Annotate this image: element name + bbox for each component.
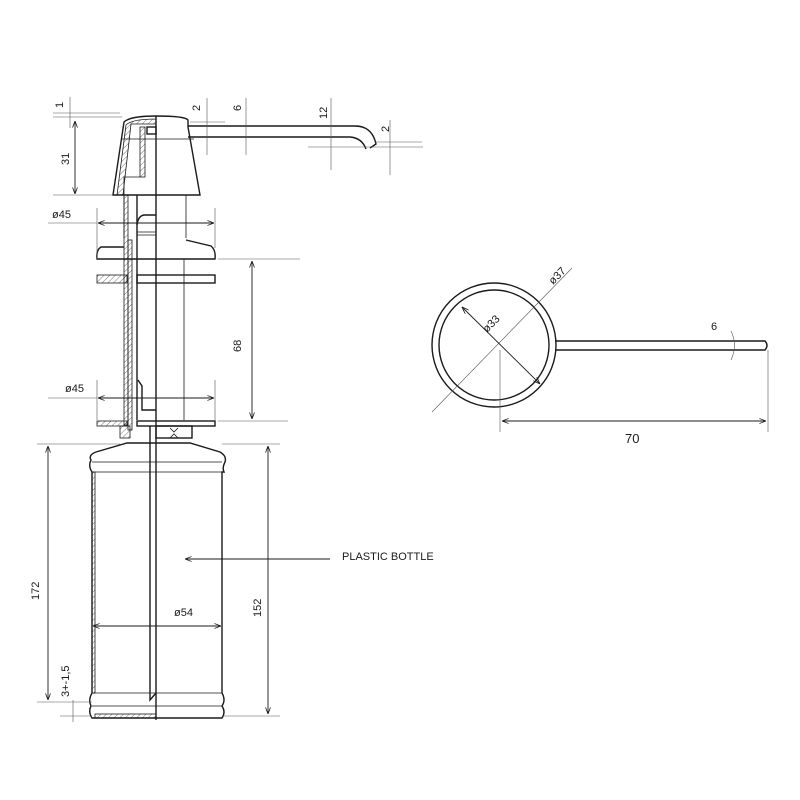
dim-cap-top: 1 [54, 102, 66, 108]
inner-circle [438, 289, 550, 401]
dim-total-bottle: 172 [30, 582, 42, 600]
dim-shank-length: 68 [232, 340, 244, 352]
flange-upper [96, 239, 216, 260]
dim-spout-b: 12 [318, 107, 330, 119]
dim-flange-upper: ø45 [52, 209, 71, 221]
dimension-lines [37, 97, 423, 722]
dim-spout-length: 70 [625, 431, 639, 446]
lock-plate-section [96, 420, 128, 427]
dim-spout-diameter: 6 [711, 321, 717, 333]
shank [123, 194, 187, 431]
washer [136, 274, 216, 284]
dim-outer-diameter: ø37 [547, 265, 569, 287]
dim-spout-a: 6 [232, 105, 244, 111]
top-spout [555, 340, 768, 351]
washer-section [96, 274, 128, 284]
lock-plate [136, 420, 216, 427]
dim-inner-diameter: ø33 [481, 313, 503, 335]
nut [119, 425, 193, 439]
bottle [89, 442, 227, 719]
top-view: ø37 ø33 6 70 [431, 265, 769, 446]
dim-spout-tip: 2 [380, 126, 392, 132]
dim-bottle-diameter: ø54 [174, 607, 193, 619]
plastic-bottle-callout: PLASTIC BOTTLE [342, 551, 434, 563]
dim-cap-height: 31 [60, 153, 72, 165]
outer-circle [431, 282, 557, 408]
dim-spout-wall: 2 [191, 105, 203, 111]
dim-bottle-height: 152 [252, 599, 264, 617]
dip-tube [149, 426, 157, 702]
dim-flange-lower: ø45 [65, 383, 84, 395]
pump-head [112, 115, 201, 720]
dimension-labels: 1 31 2 6 12 2 ø45 68 ø45 172 3+-1,5 152 … [30, 102, 434, 697]
dim-tolerance: 3+-1,5 [60, 666, 72, 698]
side-view: 1 31 2 6 12 2 ø45 68 ø45 172 3+-1,5 152 … [30, 97, 434, 722]
spout [188, 125, 377, 150]
